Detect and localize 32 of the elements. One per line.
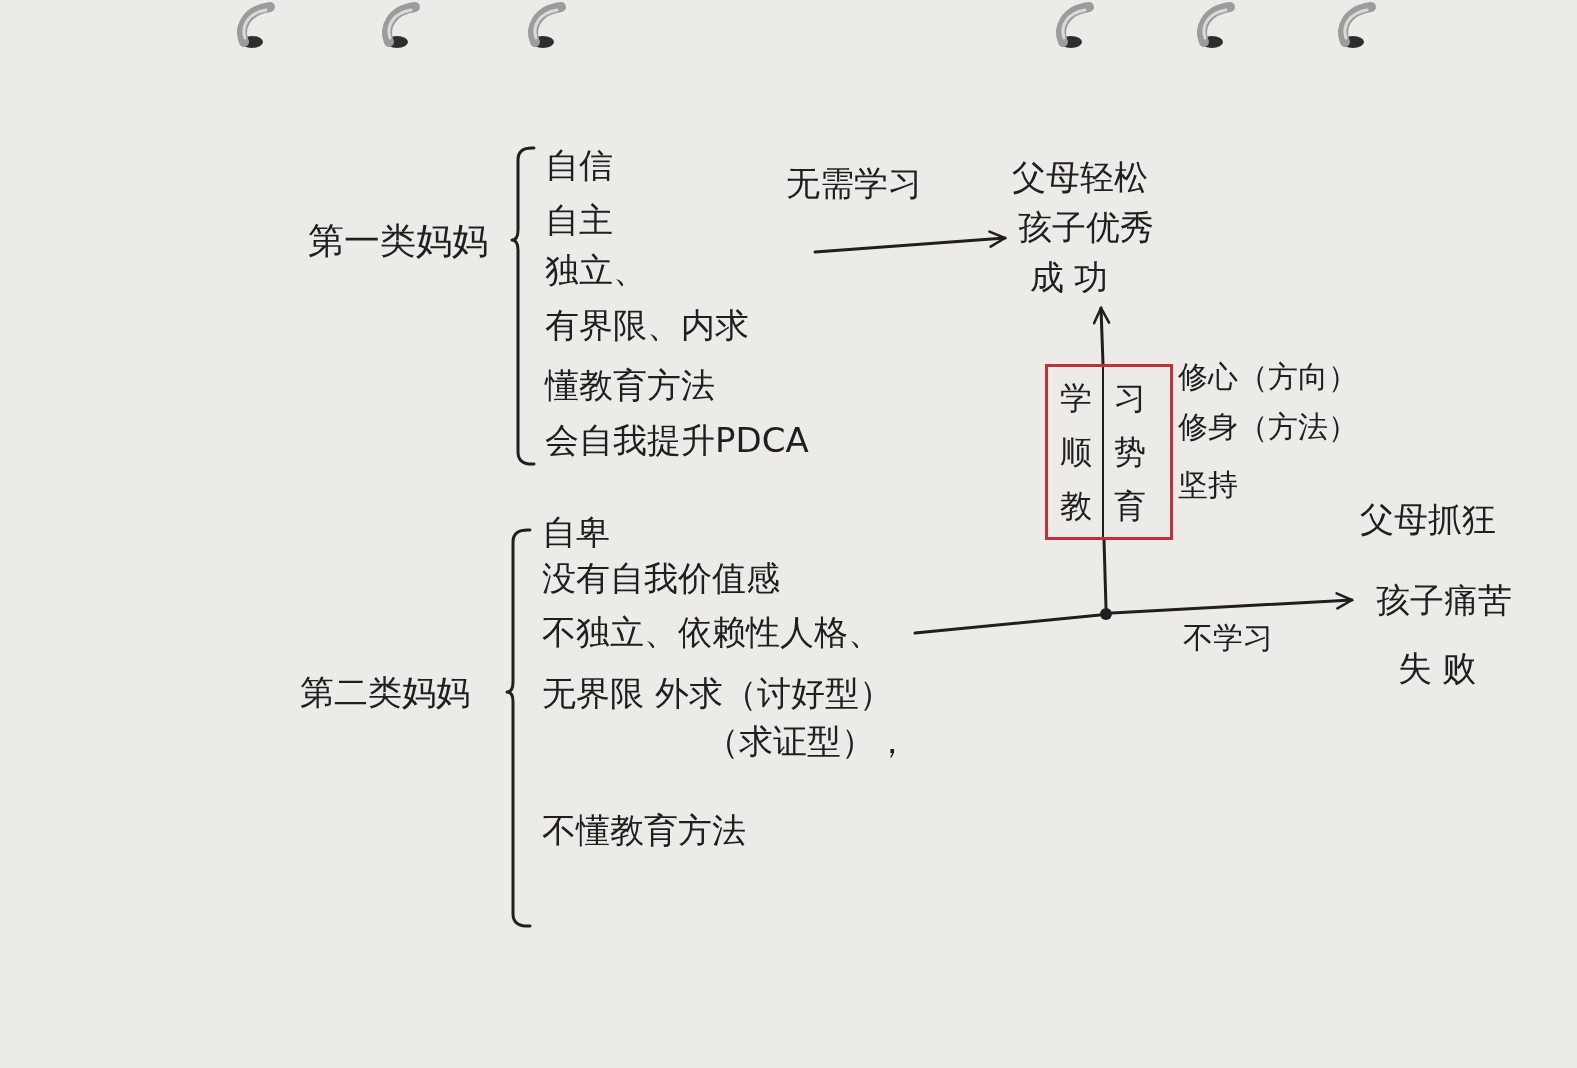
list-item: 不懂教育方法 (542, 809, 746, 851)
list-item: 独立、 (545, 249, 647, 291)
keyword-text: 学习 (1060, 378, 1168, 418)
outcome-text: 孩子优秀 (1018, 206, 1154, 248)
list-item: 懂教育方法 (545, 364, 715, 406)
list-item: 自卑 (542, 511, 610, 553)
list-item: 无界限 外求（讨好型）（求证型）， (542, 672, 910, 763)
connector-line (913, 613, 1102, 635)
outcome-text: 失败 (1398, 647, 1486, 689)
group-title: 第二类妈妈 (300, 671, 470, 713)
list-item: 自主 (545, 199, 613, 241)
outcome-text: 孩子痛苦 (1376, 579, 1512, 621)
keyword-text: 教育 (1060, 486, 1168, 526)
outcome-text: 父母抓狂 (1360, 498, 1496, 540)
side-note: 坚持 (1178, 466, 1238, 503)
list-item: 会自我提升PDCA (545, 419, 809, 461)
outcome-text: 父母轻松 (1012, 156, 1148, 198)
junction-dot (1100, 608, 1112, 620)
list-item: 没有自我价值感 (542, 557, 780, 599)
outcome-text: 成功 (1030, 256, 1118, 298)
list-item: 有界限、内求 (545, 304, 749, 346)
list-item: 自信 (545, 144, 613, 186)
list-item: 不独立、依赖性人格、 (542, 611, 882, 653)
arrow (813, 230, 1007, 254)
connector-line (1102, 538, 1108, 610)
arrow (1092, 306, 1111, 366)
side-note: 修心（方向） (1178, 358, 1358, 395)
group-title: 第一类妈妈 (308, 219, 488, 263)
keyword-text: 顺势 (1060, 432, 1168, 472)
outlined-box (1045, 364, 1173, 540)
side-note: 修身（方法） (1178, 408, 1358, 445)
arrow (1110, 592, 1354, 615)
